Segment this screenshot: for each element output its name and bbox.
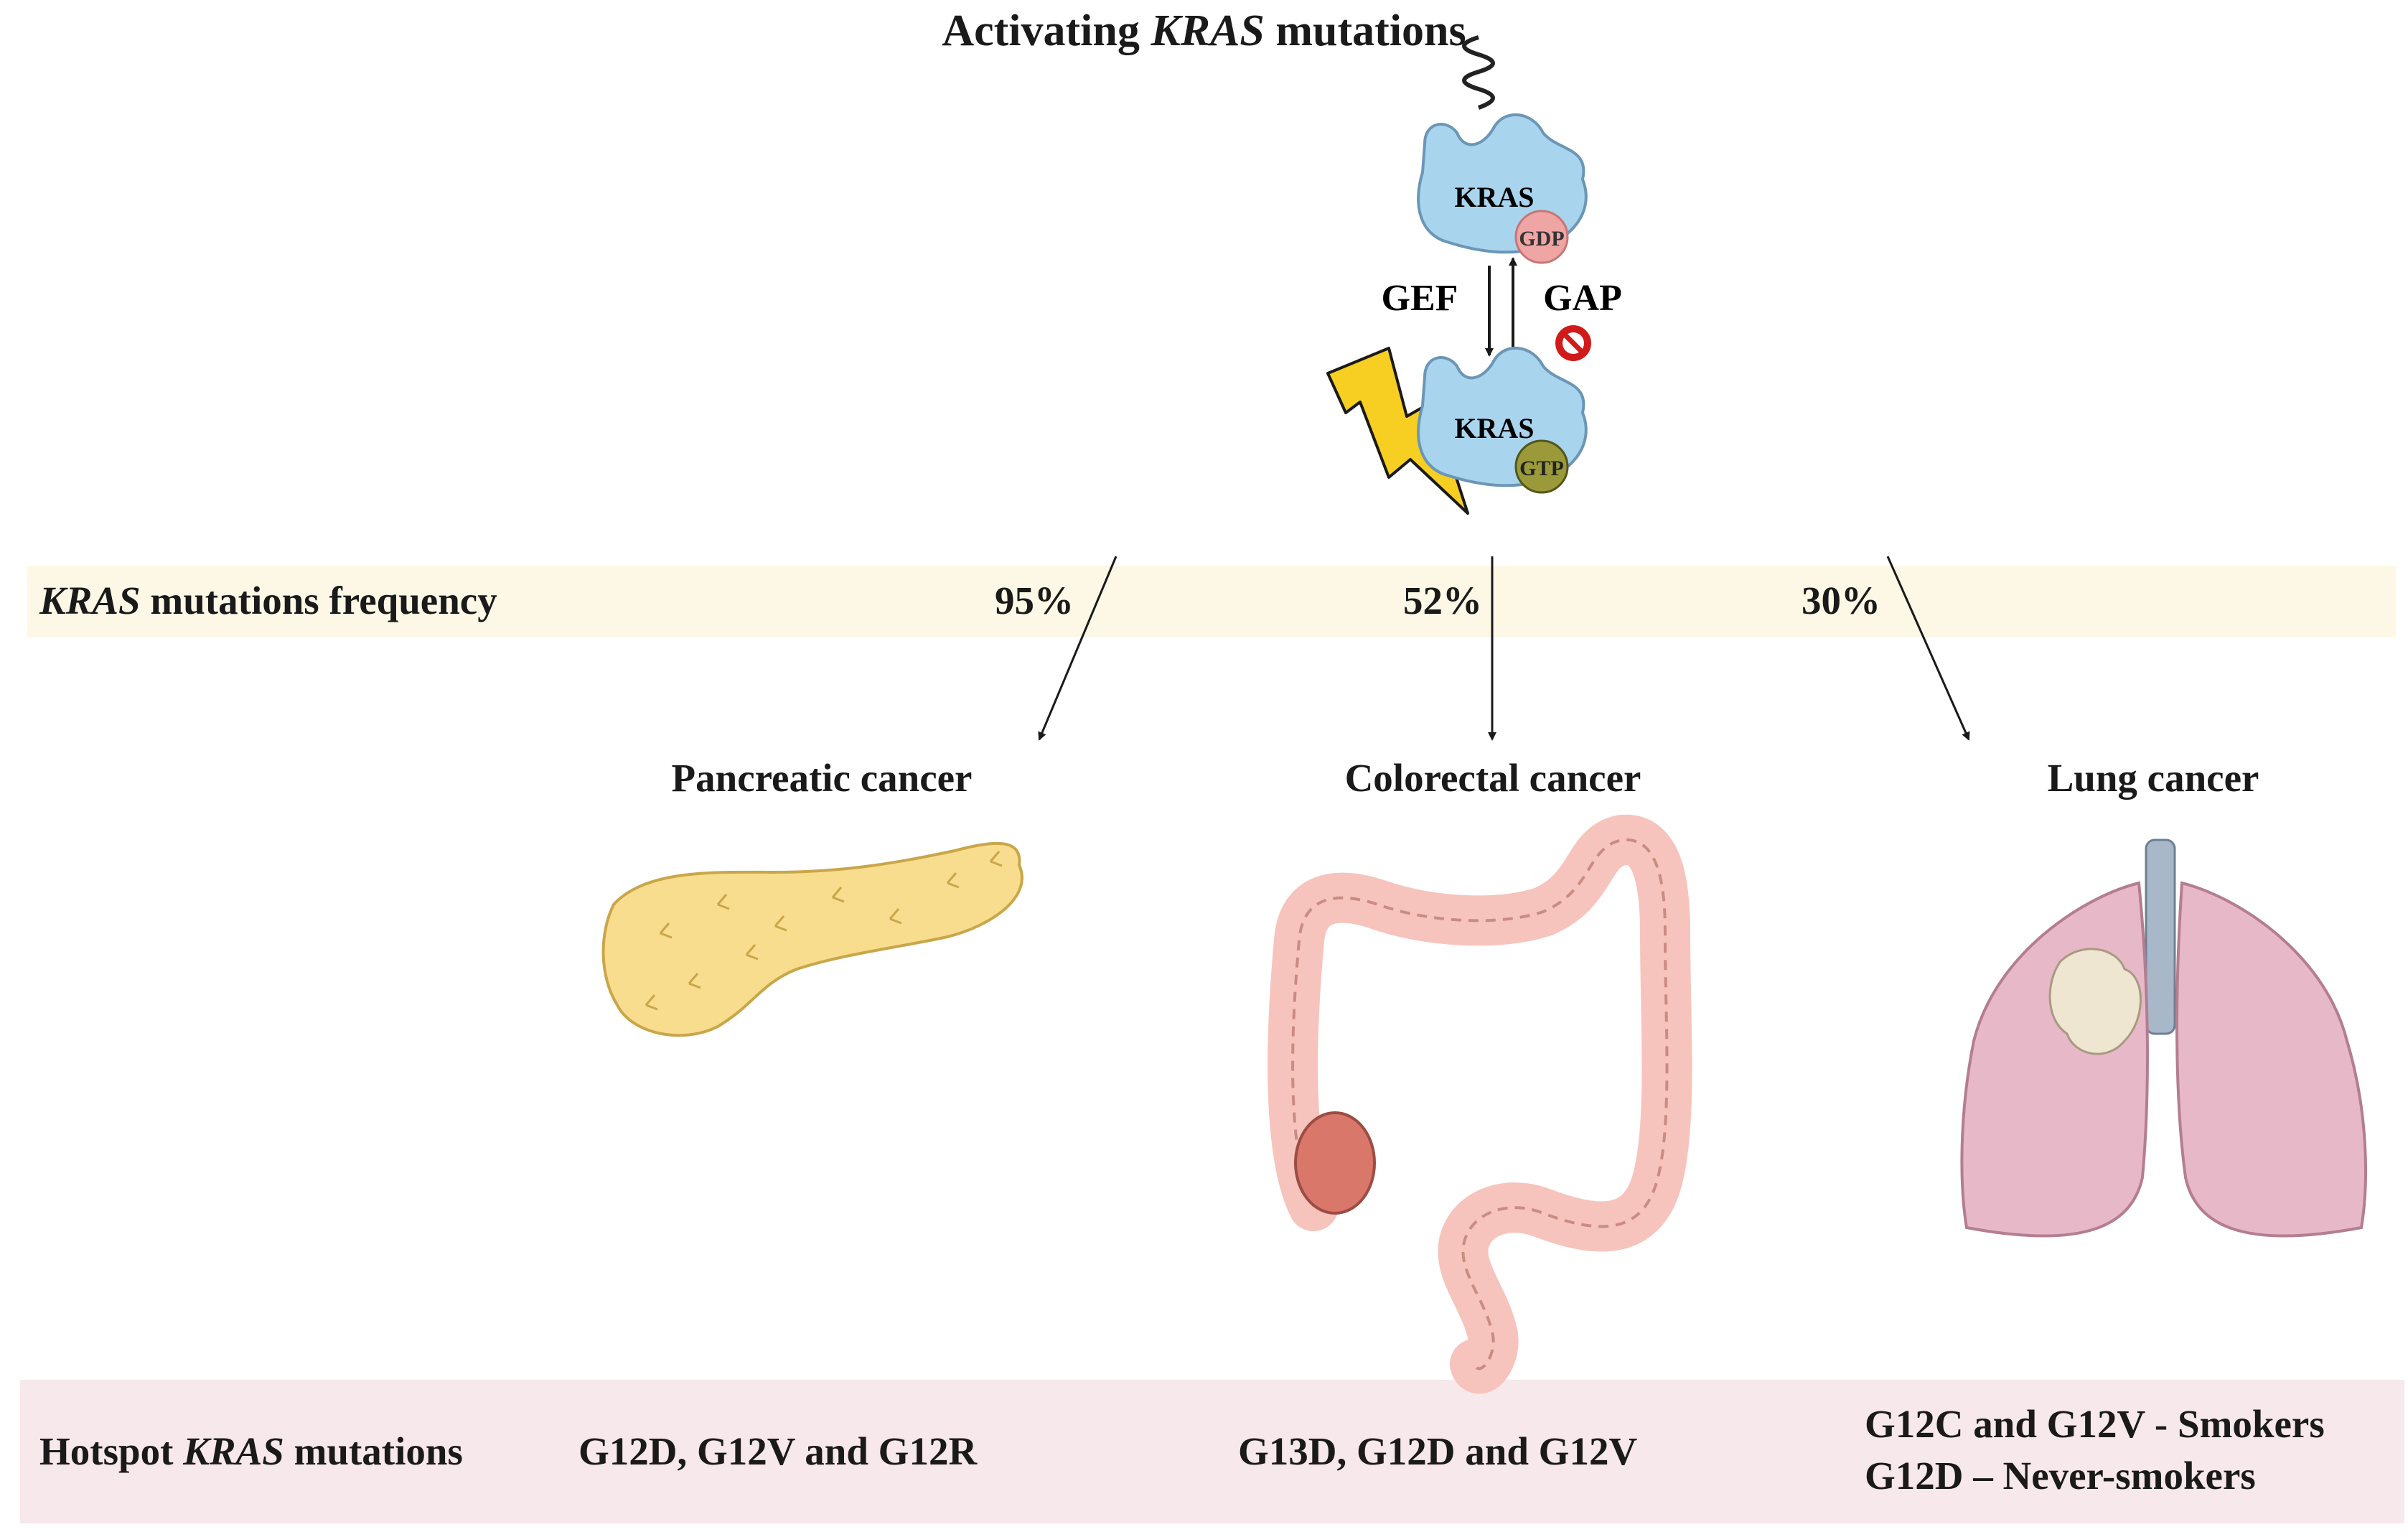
kras-gtp-protein: KRAS GTP — [1417, 346, 1588, 494]
right-lung — [2175, 881, 2367, 1238]
gap-label: GAP — [1543, 278, 1622, 319]
hotspot-row-label: Hotspot KRAS mutations — [39, 1429, 463, 1473]
lungs-illustration — [1960, 838, 2367, 1238]
frequency-band — [27, 566, 2396, 637]
gef-label: GEF — [1382, 278, 1458, 319]
left-lung — [1960, 881, 2149, 1238]
lung-mutations-smokers: G12C and G12V - Smokers — [1865, 1402, 2325, 1446]
diagram-title: Activating KRAS mutations — [942, 6, 1466, 55]
trachea — [2145, 838, 2176, 1035]
colorectal-frequency: 52% — [1403, 579, 1482, 622]
pancreatic-frequency: 95% — [995, 579, 1074, 622]
inhibit-icon — [1555, 325, 1591, 361]
gdp-circle — [1514, 210, 1569, 264]
hotspot-band — [20, 1380, 2404, 1523]
pancreatic-mutations: G12D, G12V and G12R — [578, 1429, 978, 1473]
lung-cancer-title: Lung cancer — [2047, 756, 2259, 800]
lightning-icon — [1326, 347, 1469, 515]
pancreatic-cancer-title: Pancreatic cancer — [671, 756, 973, 800]
pancreas-illustration — [601, 841, 1023, 1037]
colon-tumor — [1294, 1111, 1376, 1215]
kras-label-top: KRAS — [1454, 181, 1534, 213]
lung-mutations-never-smokers: G12D – Never-smokers — [1865, 1454, 2256, 1498]
gdp-label: GDP — [1519, 227, 1564, 251]
gtp-label: GTP — [1519, 457, 1564, 480]
frequency-row-label: KRAS mutations frequency — [39, 579, 497, 622]
gtp-circle — [1514, 439, 1569, 494]
lung-frequency: 30% — [1802, 579, 1880, 622]
colon-illustration — [1268, 814, 1692, 1394]
colorectal-cancer-title: Colorectal cancer — [1344, 756, 1641, 800]
arrow-to-lung — [1886, 556, 1970, 741]
lung-tumor — [2048, 948, 2142, 1055]
squiggle-icon — [1462, 35, 1495, 110]
colorectal-mutations: G13D, G12D and G12V — [1238, 1429, 1638, 1473]
kras-label-bottom: KRAS — [1454, 412, 1534, 444]
kras-gdp-protein: KRAS GDP — [1417, 113, 1588, 264]
arrow-to-pancreatic — [1038, 556, 1118, 741]
